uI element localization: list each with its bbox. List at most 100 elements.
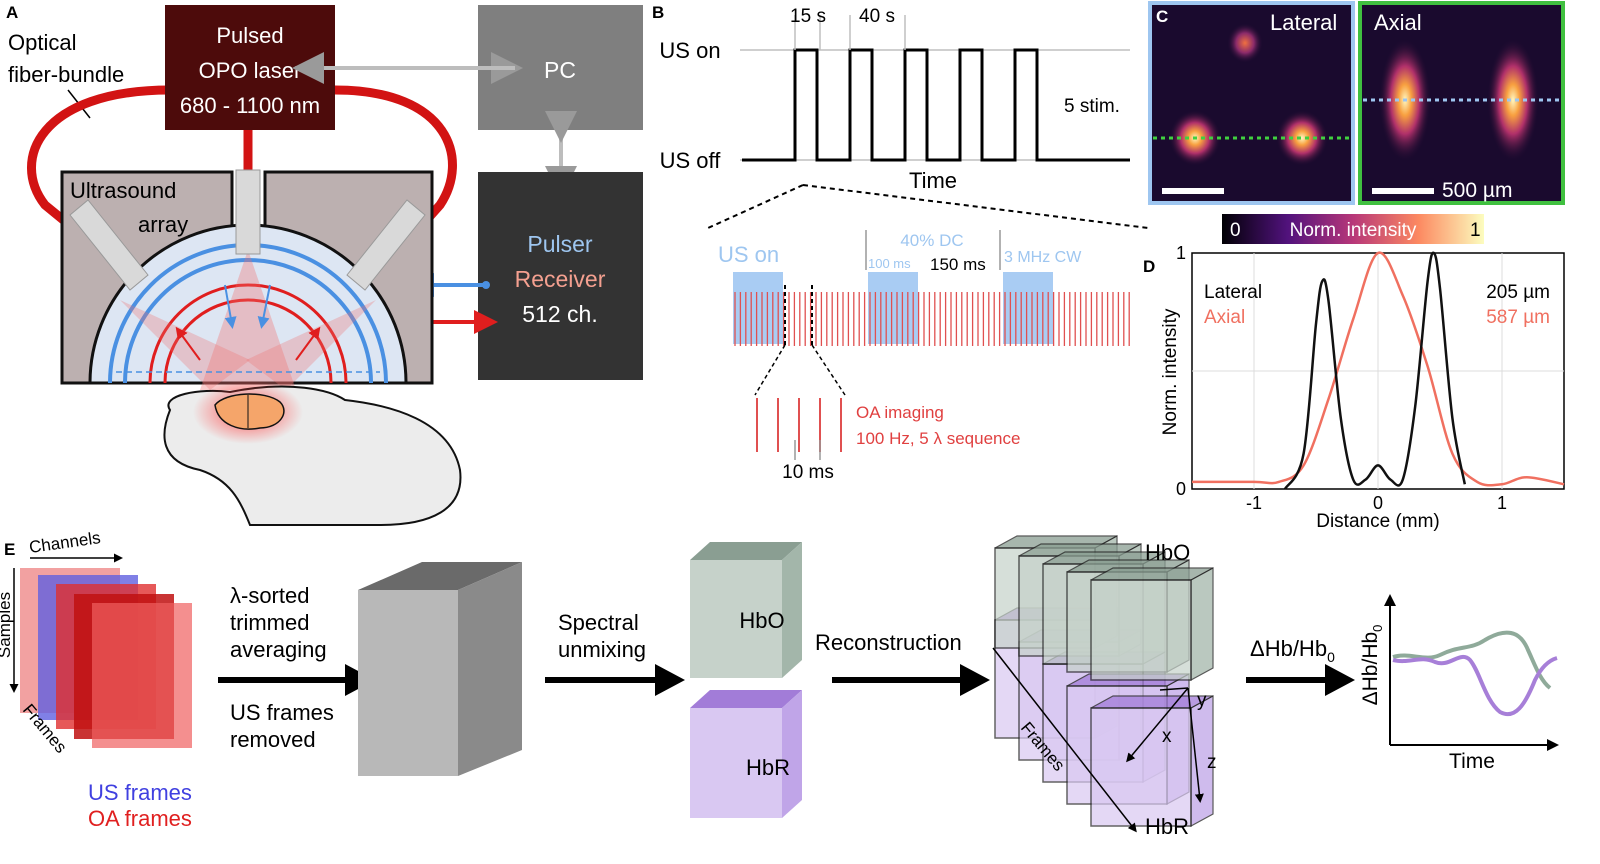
fiber-label-line1: Optical — [8, 30, 76, 55]
zoom2-line-left — [754, 344, 786, 396]
channels-label: Channels — [28, 528, 102, 557]
legend-axial: Axial — [1204, 307, 1245, 328]
zoom-us-on: US on — [718, 242, 779, 267]
laser-line3: 680 - 1100 nm — [180, 93, 320, 118]
step2-line1: Spectral — [558, 610, 639, 635]
step1-line1: λ-sorted — [230, 583, 309, 608]
us-beam-2 — [257, 284, 271, 329]
fiber-tip-right — [346, 199, 426, 291]
timecourse-ylabel: ΔHb/Hb0 — [1359, 625, 1385, 706]
zoom-line-left — [707, 184, 804, 229]
cw-label: 3 MHz CW — [1004, 249, 1082, 266]
panel-e: E Channels Samples Frames US frames OA f… — [0, 528, 1559, 839]
step1-line5: removed — [230, 727, 316, 752]
us-arc-inner — [123, 258, 373, 384]
oa-arc-outer — [148, 283, 348, 384]
step4-label: ΔHb/Hb0 — [1250, 636, 1335, 665]
step1-line4: US frames — [230, 700, 334, 725]
hbo-timecourse — [1392, 630, 1552, 690]
colorbar — [1222, 214, 1484, 244]
panel-b-label: B — [652, 3, 664, 22]
axial-profile-curve — [1192, 251, 1565, 487]
hbr-stack-label: HbR — [1145, 814, 1189, 839]
us-on-level: US on — [659, 38, 720, 63]
panel-c: C Lateral Axial 500 µm 0 Norm. intensity… — [1148, 1, 1565, 244]
stim-trace — [742, 48, 1130, 162]
ms10-label: 10 ms — [782, 462, 834, 483]
fwhm-lateral: 205 µm — [1486, 282, 1550, 303]
profile-xlabel: Distance (mm) — [1316, 511, 1440, 532]
step1-line2: trimmed — [230, 610, 309, 635]
panel-a-label: A — [6, 3, 18, 22]
axial-title: Axial — [1374, 10, 1422, 35]
ms150-label: 150 ms — [930, 255, 986, 274]
us-block-1 — [733, 272, 783, 344]
axis-y-label: y — [1197, 690, 1207, 711]
fiber-tip-left — [69, 199, 149, 291]
x-tick-label: 1 — [1497, 493, 1507, 513]
scale-bar-lateral — [1162, 188, 1224, 194]
colorbar-label: Norm. intensity — [1290, 220, 1417, 241]
oa-wave-2 — [295, 326, 321, 361]
oa-5-pulses — [756, 398, 842, 452]
fiber-left — [27, 85, 171, 254]
t1-label: 15 s — [790, 6, 826, 27]
panel-d-label: D — [1143, 257, 1155, 276]
oa-wave-1 — [175, 326, 201, 361]
x-tick-label: -1 — [1246, 493, 1262, 513]
us-off-level: US off — [660, 148, 722, 173]
step3-arrowhead — [960, 664, 990, 696]
oa-frames-label: OA frames — [88, 806, 192, 831]
light-cone-right — [246, 300, 376, 390]
pulser-box — [478, 172, 643, 380]
psf-axial-right — [1487, 38, 1539, 162]
laser-line1: Pulsed — [216, 23, 283, 48]
us-block-2 — [868, 272, 918, 344]
channels-label: 512 ch. — [522, 301, 597, 327]
samples-label: Samples — [0, 592, 14, 658]
lateral-profile-curve — [1283, 251, 1467, 490]
pc-label: PC — [544, 57, 576, 83]
raw-frame-stack — [20, 568, 192, 748]
lateral-title: Lateral — [1270, 10, 1337, 35]
zoom-line-right — [802, 184, 1149, 229]
scale-bar-axial — [1372, 188, 1434, 194]
step3-label: Reconstruction — [815, 630, 962, 655]
oa-arc-inner — [163, 298, 333, 384]
x-tick-label: 0 — [1373, 493, 1383, 513]
us-beam-1 — [224, 284, 237, 329]
us-label-line1: Ultrasound — [70, 178, 176, 203]
hbo-cube — [690, 542, 802, 678]
receiver-label: Receiver — [515, 266, 606, 292]
laser-line2: OPO laser — [199, 58, 302, 83]
step4-arrowhead — [1325, 664, 1355, 696]
us-frames-label: US frames — [88, 780, 192, 805]
hbr-timecourse — [1392, 654, 1558, 716]
zoom2-line-right — [811, 344, 846, 396]
timecourse-xlabel: Time — [1449, 750, 1495, 773]
colorbar-min: 0 — [1230, 220, 1241, 241]
averaged-cube — [358, 562, 522, 776]
t2-label: 40 s — [859, 6, 895, 27]
fiber-label-line2: fiber-bundle — [8, 62, 124, 87]
axis-z-label: z — [1207, 752, 1217, 773]
panel-b: B US on US off 15 s 40 s 5 stim. Time US… — [652, 3, 1149, 483]
us-block-3 — [1003, 272, 1053, 344]
axis-x-label: x — [1162, 726, 1172, 747]
y-tick-label: 0 — [1176, 479, 1186, 499]
legend-lateral: Lateral — [1204, 282, 1262, 303]
hbr-cube — [690, 690, 802, 818]
profile-grid — [1192, 253, 1564, 489]
fiber-tip-center — [235, 169, 261, 255]
y-tick-label: 1 — [1176, 243, 1186, 263]
oa-imaging-line2: 100 Hz, 5 λ sequence — [856, 429, 1020, 448]
us-label-line2: array — [138, 212, 188, 237]
colorbar-max: 1 — [1470, 220, 1481, 241]
light-cone-center — [200, 250, 296, 390]
panel-a: A Optical fiber-bundle Pulsed OPO laser … — [6, 3, 643, 526]
profile-ylabel: Norm. intensity — [1160, 308, 1181, 435]
panel-e-label: E — [4, 540, 15, 559]
